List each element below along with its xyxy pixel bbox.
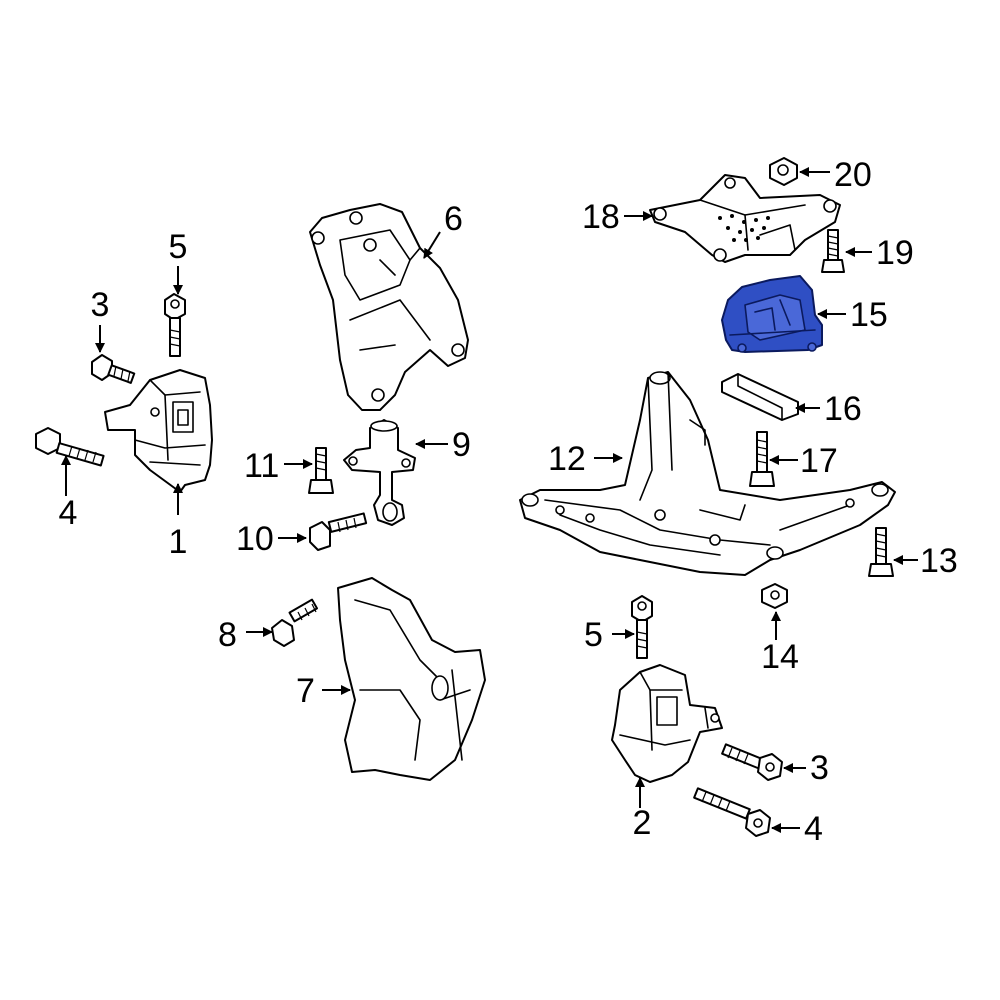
callout-label-6: 6 xyxy=(444,200,463,238)
part-5-bolt-left[interactable] xyxy=(164,293,186,357)
callout-label-16: 16 xyxy=(824,390,862,428)
part-16-spacer-plate[interactable] xyxy=(721,373,799,421)
part-6-engine-bracket[interactable] xyxy=(309,203,469,411)
callout-label-14: 14 xyxy=(761,638,799,676)
callout-label-18: 18 xyxy=(582,198,620,236)
callout-label-19: 19 xyxy=(876,234,914,272)
callout-label-3: 3 xyxy=(91,286,110,324)
part-13-bolt[interactable] xyxy=(868,527,894,577)
callout-label-7: 7 xyxy=(296,672,315,710)
part-5-bolt-right[interactable] xyxy=(631,595,653,659)
part-15-transmission-mount[interactable] xyxy=(721,275,823,353)
part-3-bolt-right[interactable] xyxy=(721,743,783,781)
part-12-crossmember[interactable] xyxy=(519,371,896,576)
callout-label-1: 1 xyxy=(169,523,188,561)
part-9-torque-rod[interactable] xyxy=(343,419,416,526)
callout-label-15: 15 xyxy=(850,296,888,334)
part-14-nut[interactable] xyxy=(761,583,788,609)
callout-label-5: 5 xyxy=(584,616,603,654)
part-19-bolt[interactable] xyxy=(821,229,845,273)
callout-labels: 1 2 3 3 4 4 5 5 6 7 8 9 10 11 12 13 14 1… xyxy=(59,156,958,848)
part-10-bolt[interactable] xyxy=(309,512,368,551)
callout-label-8: 8 xyxy=(218,616,237,654)
part-8-bolt[interactable] xyxy=(271,598,319,647)
callout-label-20: 20 xyxy=(834,156,872,194)
callout-label-5: 5 xyxy=(169,228,188,266)
part-4-bolt-right[interactable] xyxy=(693,787,771,837)
callout-label-10: 10 xyxy=(236,520,274,558)
callout-label-9: 9 xyxy=(452,426,471,464)
callout-label-12: 12 xyxy=(548,440,586,478)
callout-leaders xyxy=(61,167,918,833)
part-1-engine-mount[interactable] xyxy=(104,369,213,493)
part-11-bolt[interactable] xyxy=(308,447,334,494)
callout-label-11: 11 xyxy=(244,447,279,485)
callout-label-13: 13 xyxy=(920,542,958,580)
callout-label-3: 3 xyxy=(810,749,829,787)
part-18-support-bracket[interactable] xyxy=(649,174,841,263)
part-2-engine-mount[interactable] xyxy=(611,664,723,783)
callout-label-4: 4 xyxy=(59,494,78,532)
callout-label-4: 4 xyxy=(804,810,823,848)
part-7-cover[interactable] xyxy=(337,577,486,781)
callout-label-17: 17 xyxy=(800,442,838,480)
part-20-nut[interactable] xyxy=(769,157,798,186)
leader-6 xyxy=(423,231,441,259)
part-3-bolt-left[interactable] xyxy=(91,354,136,384)
part-17-bolt[interactable] xyxy=(749,431,775,487)
part-4-bolt-left[interactable] xyxy=(35,427,105,467)
callout-label-2: 2 xyxy=(633,804,652,842)
